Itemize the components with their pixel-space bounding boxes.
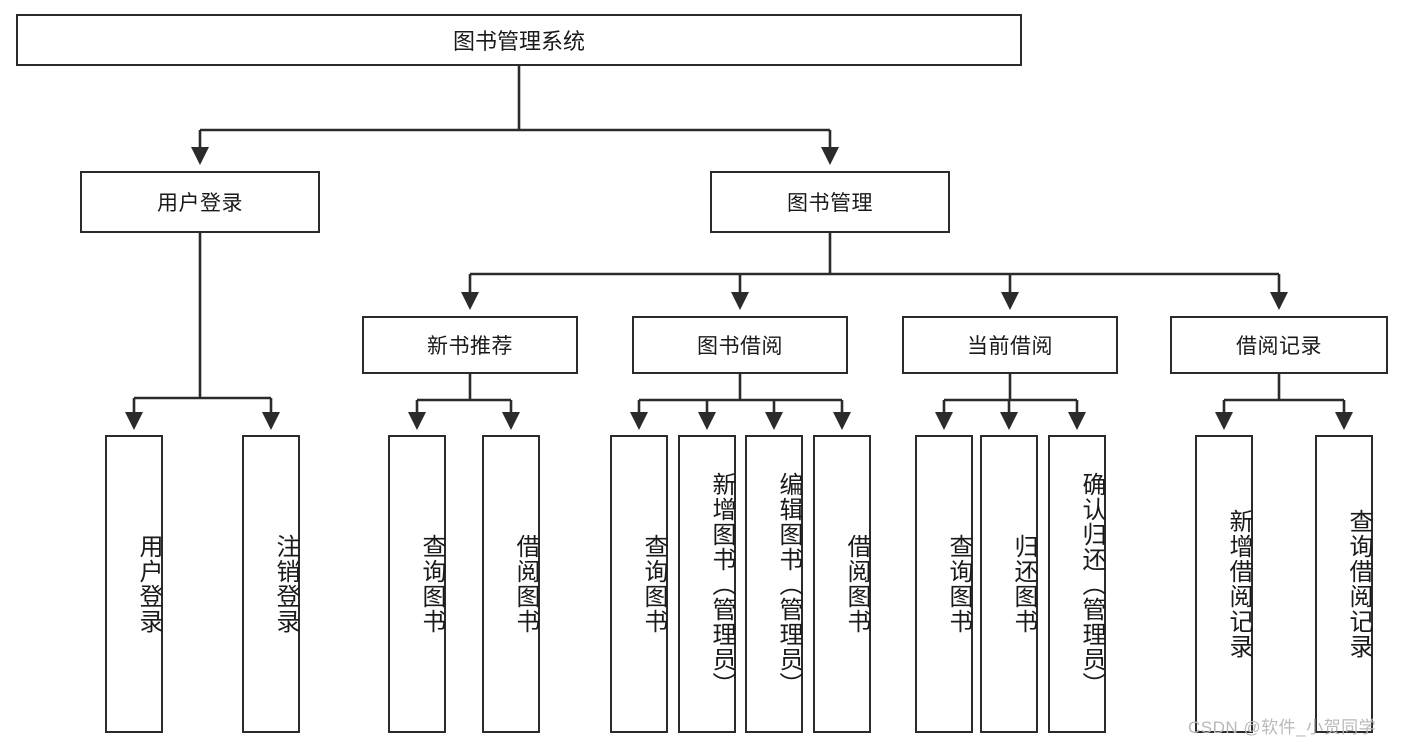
leaf-return-books[interactable]: 归还图书: [980, 435, 1038, 733]
node-label: 图书管理: [787, 192, 873, 215]
node-label: 借阅图书: [512, 534, 539, 634]
node-label: 借阅记录: [1236, 335, 1322, 358]
node-label: 查询图书: [418, 534, 445, 634]
node-label: 注销登录: [272, 534, 299, 634]
node-book-management[interactable]: 图书管理: [710, 171, 950, 233]
node-label: 用户登录: [135, 534, 162, 634]
leaf-edit-book-admin[interactable]: 编辑图书（管理员）: [745, 435, 803, 733]
node-current-borrow[interactable]: 当前借阅: [902, 316, 1118, 374]
node-label: 确认归还（管理员）: [1078, 471, 1105, 697]
leaf-borrow-books[interactable]: 借阅图书: [813, 435, 871, 733]
node-borrow-records[interactable]: 借阅记录: [1170, 316, 1388, 374]
node-label: 查询借阅记录: [1345, 509, 1372, 659]
node-label: 图书借阅: [697, 335, 783, 358]
node-label: 当前借阅: [967, 335, 1053, 358]
node-label: 新增图书（管理员）: [708, 471, 735, 697]
node-label: 新书推荐: [427, 335, 513, 358]
node-new-book-recommend[interactable]: 新书推荐: [362, 316, 578, 374]
leaf-query-books-borrow[interactable]: 查询图书: [610, 435, 668, 733]
node-book-borrow[interactable]: 图书借阅: [632, 316, 848, 374]
leaf-add-borrow-record[interactable]: 新增借阅记录: [1195, 435, 1253, 733]
leaf-logout[interactable]: 注销登录: [242, 435, 300, 733]
node-label: 新增借阅记录: [1225, 509, 1252, 659]
node-label: 归还图书: [1010, 534, 1037, 634]
node-label: 借阅图书: [843, 534, 870, 634]
leaf-confirm-return-admin[interactable]: 确认归还（管理员）: [1048, 435, 1106, 733]
watermark-text: CSDN @软件_小贺同学: [1188, 718, 1377, 737]
node-label: 用户登录: [157, 192, 243, 215]
leaf-borrow-books-recommend[interactable]: 借阅图书: [482, 435, 540, 733]
node-label: 编辑图书（管理员）: [775, 471, 802, 697]
node-label: 图书管理系统: [452, 29, 585, 54]
node-user-login[interactable]: 用户登录: [80, 171, 320, 233]
node-label: 查询图书: [945, 534, 972, 634]
leaf-query-books-current[interactable]: 查询图书: [915, 435, 973, 733]
leaf-query-books-recommend[interactable]: 查询图书: [388, 435, 446, 733]
node-root-system[interactable]: 图书管理系统: [16, 14, 1022, 66]
leaf-add-book-admin[interactable]: 新增图书（管理员）: [678, 435, 736, 733]
leaf-user-login[interactable]: 用户登录: [105, 435, 163, 733]
node-label: 查询图书: [640, 534, 667, 634]
leaf-query-borrow-record[interactable]: 查询借阅记录: [1315, 435, 1373, 733]
